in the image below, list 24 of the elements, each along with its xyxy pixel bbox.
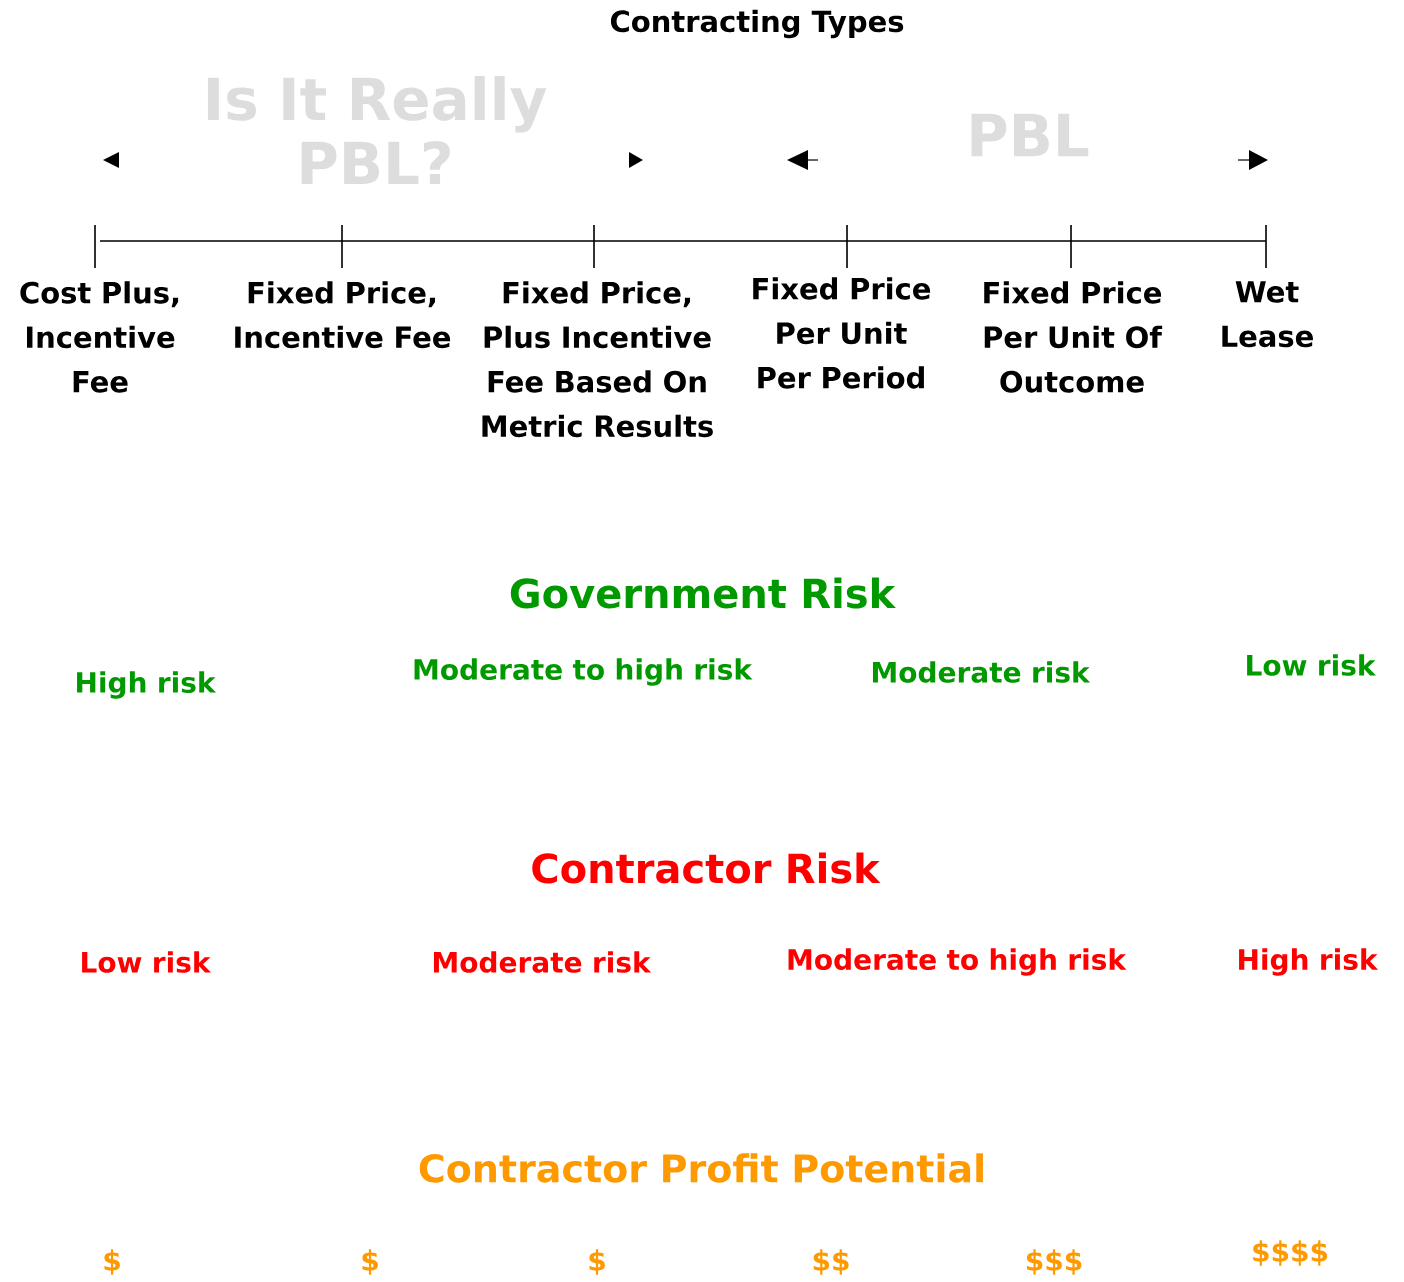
profit-label: $$$ — [1026, 1249, 1082, 1275]
profit-label: $ — [589, 1249, 605, 1275]
section-heading: Contractor Profit Potential — [419, 1153, 983, 1183]
risk-label: Moderate risk — [433, 951, 652, 973]
risk-label: Moderate to high risk — [414, 658, 753, 686]
contract-type-label: Fixed Price Per Unit Per Period — [753, 277, 931, 389]
risk-label: Low risk — [1247, 654, 1376, 676]
profit-label: $$$$ — [1253, 1240, 1328, 1266]
section-heading: Government Risk — [510, 577, 896, 609]
profit-label: $ — [362, 1249, 378, 1275]
contract-type-label: Fixed Price Per Unit Of Outcome — [984, 281, 1163, 393]
contract-type-label: Cost Plus, Incentive Fee — [20, 281, 179, 393]
risk-label: Moderate to high risk — [788, 948, 1127, 976]
profit-label: $$ — [813, 1249, 849, 1275]
risk-label: Low risk — [82, 951, 211, 973]
risk-label: High risk — [77, 671, 217, 699]
risk-label: Moderate risk — [872, 661, 1091, 683]
profit-label: $ — [104, 1249, 120, 1275]
contract-type-label: Fixed Price, Incentive Fee — [235, 281, 451, 349]
contract-type-label: Fixed Price, Plus Incentive Fee Based On Metric Results — [482, 281, 713, 438]
risk-label: High risk — [1239, 948, 1379, 976]
section-heading: Contractor Risk — [532, 852, 881, 884]
title: Contracting Types — [610, 9, 904, 39]
contract-type-label: Wet Lease — [1222, 281, 1313, 348]
